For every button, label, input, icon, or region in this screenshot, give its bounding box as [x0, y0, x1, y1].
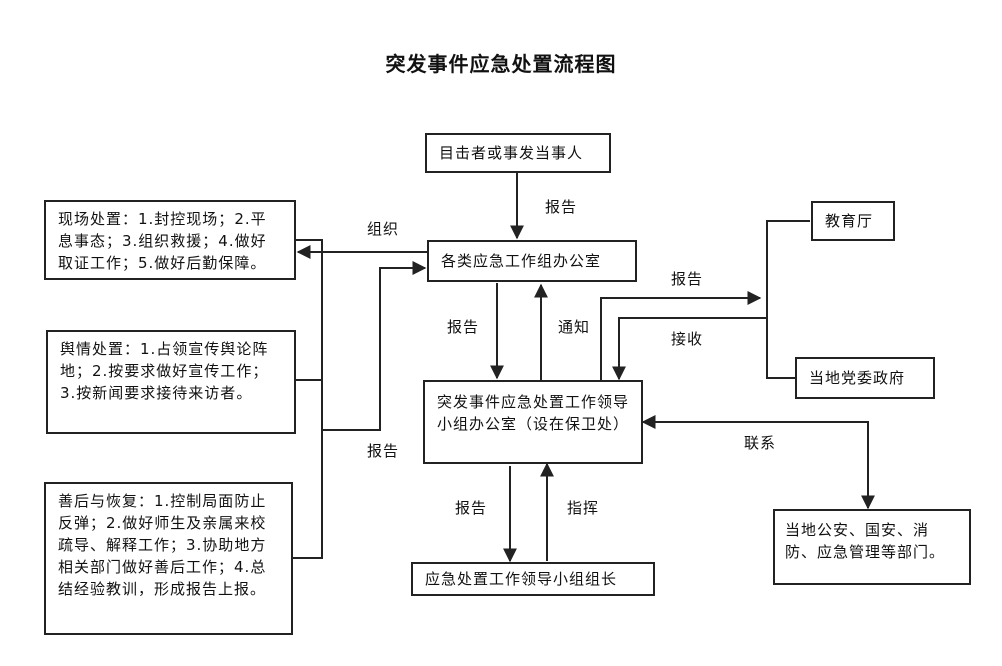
label-liaison: 联系 — [744, 434, 777, 452]
node-local-party-gov: 当地党委政府 — [795, 357, 935, 399]
right-bracket — [766, 220, 810, 379]
left-bracket — [293, 239, 323, 559]
arrow-receive — [612, 317, 767, 381]
label-report-down: 报告 — [447, 318, 480, 336]
arrow-report-right — [600, 291, 762, 380]
node-leader: 应急处置工作领导小组组长 — [411, 562, 655, 596]
node-emergency-office: 各类应急工作组办公室 — [427, 240, 637, 282]
label-report-right: 报告 — [671, 270, 704, 288]
arrow-liaison — [641, 415, 875, 510]
node-witness: 目击者或事发当事人 — [425, 133, 611, 173]
label-report-witness: 报告 — [545, 198, 578, 216]
node-education-dept: 教育厅 — [811, 201, 895, 241]
arrow-left-report-to-office — [322, 261, 427, 431]
label-report-left: 报告 — [367, 442, 400, 460]
label-report-leader: 报告 — [455, 499, 488, 517]
diagram-title: 突发事件应急处置流程图 — [385, 52, 617, 76]
label-notify: 通知 — [558, 318, 591, 336]
label-organize: 组织 — [367, 220, 400, 238]
label-receive: 接收 — [671, 330, 704, 348]
label-command: 指挥 — [567, 499, 600, 517]
node-aftermath-recovery: 善后与恢复：1.控制局面防止反弹；2.做好师生及亲属来校疏导、解释工作；3.协助… — [44, 482, 293, 635]
node-leader-office: 突发事件应急处置工作领导小组办公室（设在保卫处） — [423, 380, 643, 464]
node-opinion-handling: 舆情处置：1.占领宣传舆论阵地；2.按要求做好宣传工作；3.按新闻要求接待来访者… — [46, 330, 296, 434]
node-scene-handling: 现场处置：1.封控现场；2.平息事态；3.组织救援；4.做好取证工作；5.做好后… — [44, 200, 296, 280]
node-police-departments: 当地公安、国安、消防、应急管理等部门。 — [773, 509, 971, 585]
